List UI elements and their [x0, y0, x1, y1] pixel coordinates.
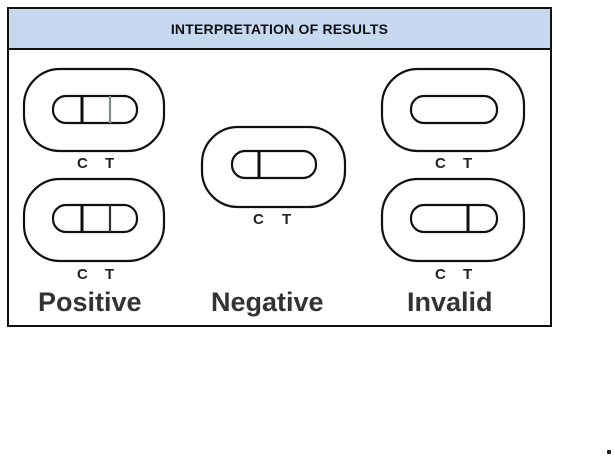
figure-title: INTERPRETATION OF RESULTS: [170, 20, 389, 37]
control-label: C: [435, 266, 446, 283]
test-label: T: [463, 266, 472, 283]
control-label: C: [77, 155, 88, 172]
test-label: T: [105, 155, 114, 172]
result-window: [409, 94, 499, 125]
result-window: [409, 203, 499, 234]
control-label: C: [77, 266, 88, 283]
positive-cassette-1: [22, 67, 166, 153]
header-banner: INTERPRETATION OF RESULTS: [9, 9, 550, 50]
positive-cassette-2: [22, 177, 166, 263]
invalid-cassette-1: [380, 67, 526, 153]
control-label: C: [435, 155, 446, 172]
result-negative: Negative: [211, 287, 324, 317]
negative-cassette: [200, 125, 347, 209]
results-figure: INTERPRETATION OF RESULTS C T C T C T: [7, 7, 552, 327]
test-label: T: [105, 266, 114, 283]
test-label: T: [463, 155, 472, 172]
result-window: [51, 94, 139, 125]
result-invalid: Invalid: [407, 287, 493, 317]
result-window: [230, 149, 318, 180]
result-positive: Positive: [38, 287, 142, 317]
test-diagram: C T C T C T C T C: [22, 67, 526, 317]
result-window: [51, 203, 139, 234]
control-label: C: [253, 211, 264, 228]
invalid-cassette-2: [380, 177, 526, 263]
stray-dot-mark: [607, 450, 611, 454]
test-label: T: [282, 211, 291, 228]
